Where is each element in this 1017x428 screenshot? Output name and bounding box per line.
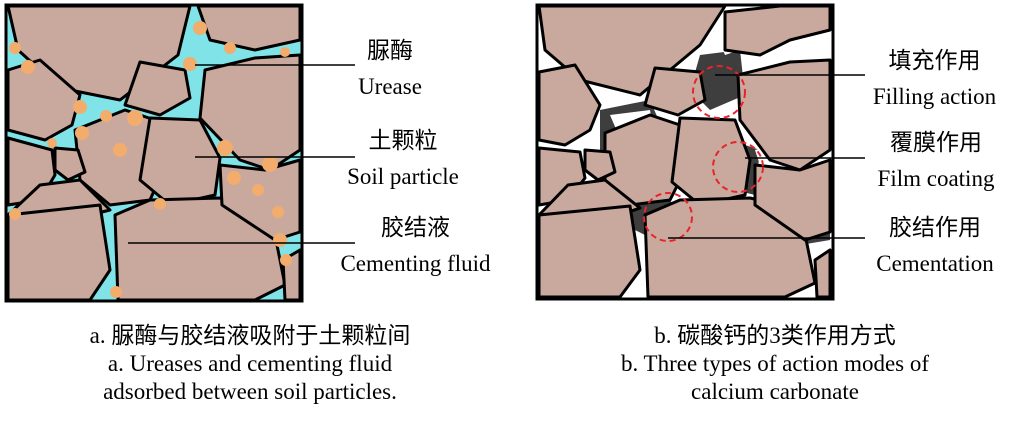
soil-particles-a xyxy=(6,4,302,302)
caption-b-zh: b. 碳酸钙的3类作用方式 xyxy=(654,323,896,348)
urease-particles xyxy=(9,21,292,298)
panel-a-frame xyxy=(4,3,304,303)
label-cementation: 胶结作用 Cementation xyxy=(856,215,1014,277)
label-filling-zh: 填充作用 xyxy=(888,48,981,73)
caption-b: b. 碳酸钙的3类作用方式 b. Three types of action m… xyxy=(555,322,995,406)
cementation-highlight xyxy=(643,192,693,242)
label-cementation-en: Cementation xyxy=(876,251,994,276)
filling-highlight xyxy=(692,65,746,119)
label-film-zh: 覆膜作用 xyxy=(890,130,982,155)
label-soil-en: Soil particle xyxy=(347,164,459,189)
caption-b-en-1: b. Three types of action modes of xyxy=(620,351,930,376)
film-highlight xyxy=(712,141,764,193)
caption-a-zh: a. 脲酶与胶结液吸附于土颗粒间 xyxy=(89,323,411,348)
soil-particles-b xyxy=(537,4,832,299)
label-urease-en: Urease xyxy=(358,74,422,99)
label-film-en: Film coating xyxy=(877,166,995,191)
caption-b-en-2: calcium carbonate xyxy=(691,379,859,404)
label-soil-zh: 土颗粒 xyxy=(368,128,438,153)
panel-b-frame xyxy=(535,3,835,301)
label-cementation-zh: 胶结作用 xyxy=(889,215,981,240)
label-urease-zh: 脲酶 xyxy=(367,38,413,63)
label-filling-action: 填充作用 Filling action xyxy=(852,48,1017,110)
label-cementing-fluid: 胶结液 Cementing fluid xyxy=(318,215,513,277)
caption-a-en-2: adsorbed between soil particles. xyxy=(103,379,397,404)
label-filling-en: Filling action xyxy=(872,84,997,109)
panel-a-diagram xyxy=(4,3,355,303)
label-film-coating: 覆膜作用 Film coating xyxy=(856,130,1016,192)
label-fluid-en: Cementing fluid xyxy=(340,251,491,276)
panel-b-diagram xyxy=(535,3,865,301)
label-urease: 脲酶 Urease xyxy=(335,38,445,100)
label-soil-particle: 土颗粒 Soil particle xyxy=(328,128,478,190)
caption-a: a. 脲酶与胶结液吸附于土颗粒间 a. Ureases and cementin… xyxy=(30,322,470,406)
caption-a-en-1: a. Ureases and cementing fluid xyxy=(107,351,393,376)
label-fluid-zh: 胶结液 xyxy=(381,215,450,240)
highlight-circles xyxy=(643,65,764,242)
